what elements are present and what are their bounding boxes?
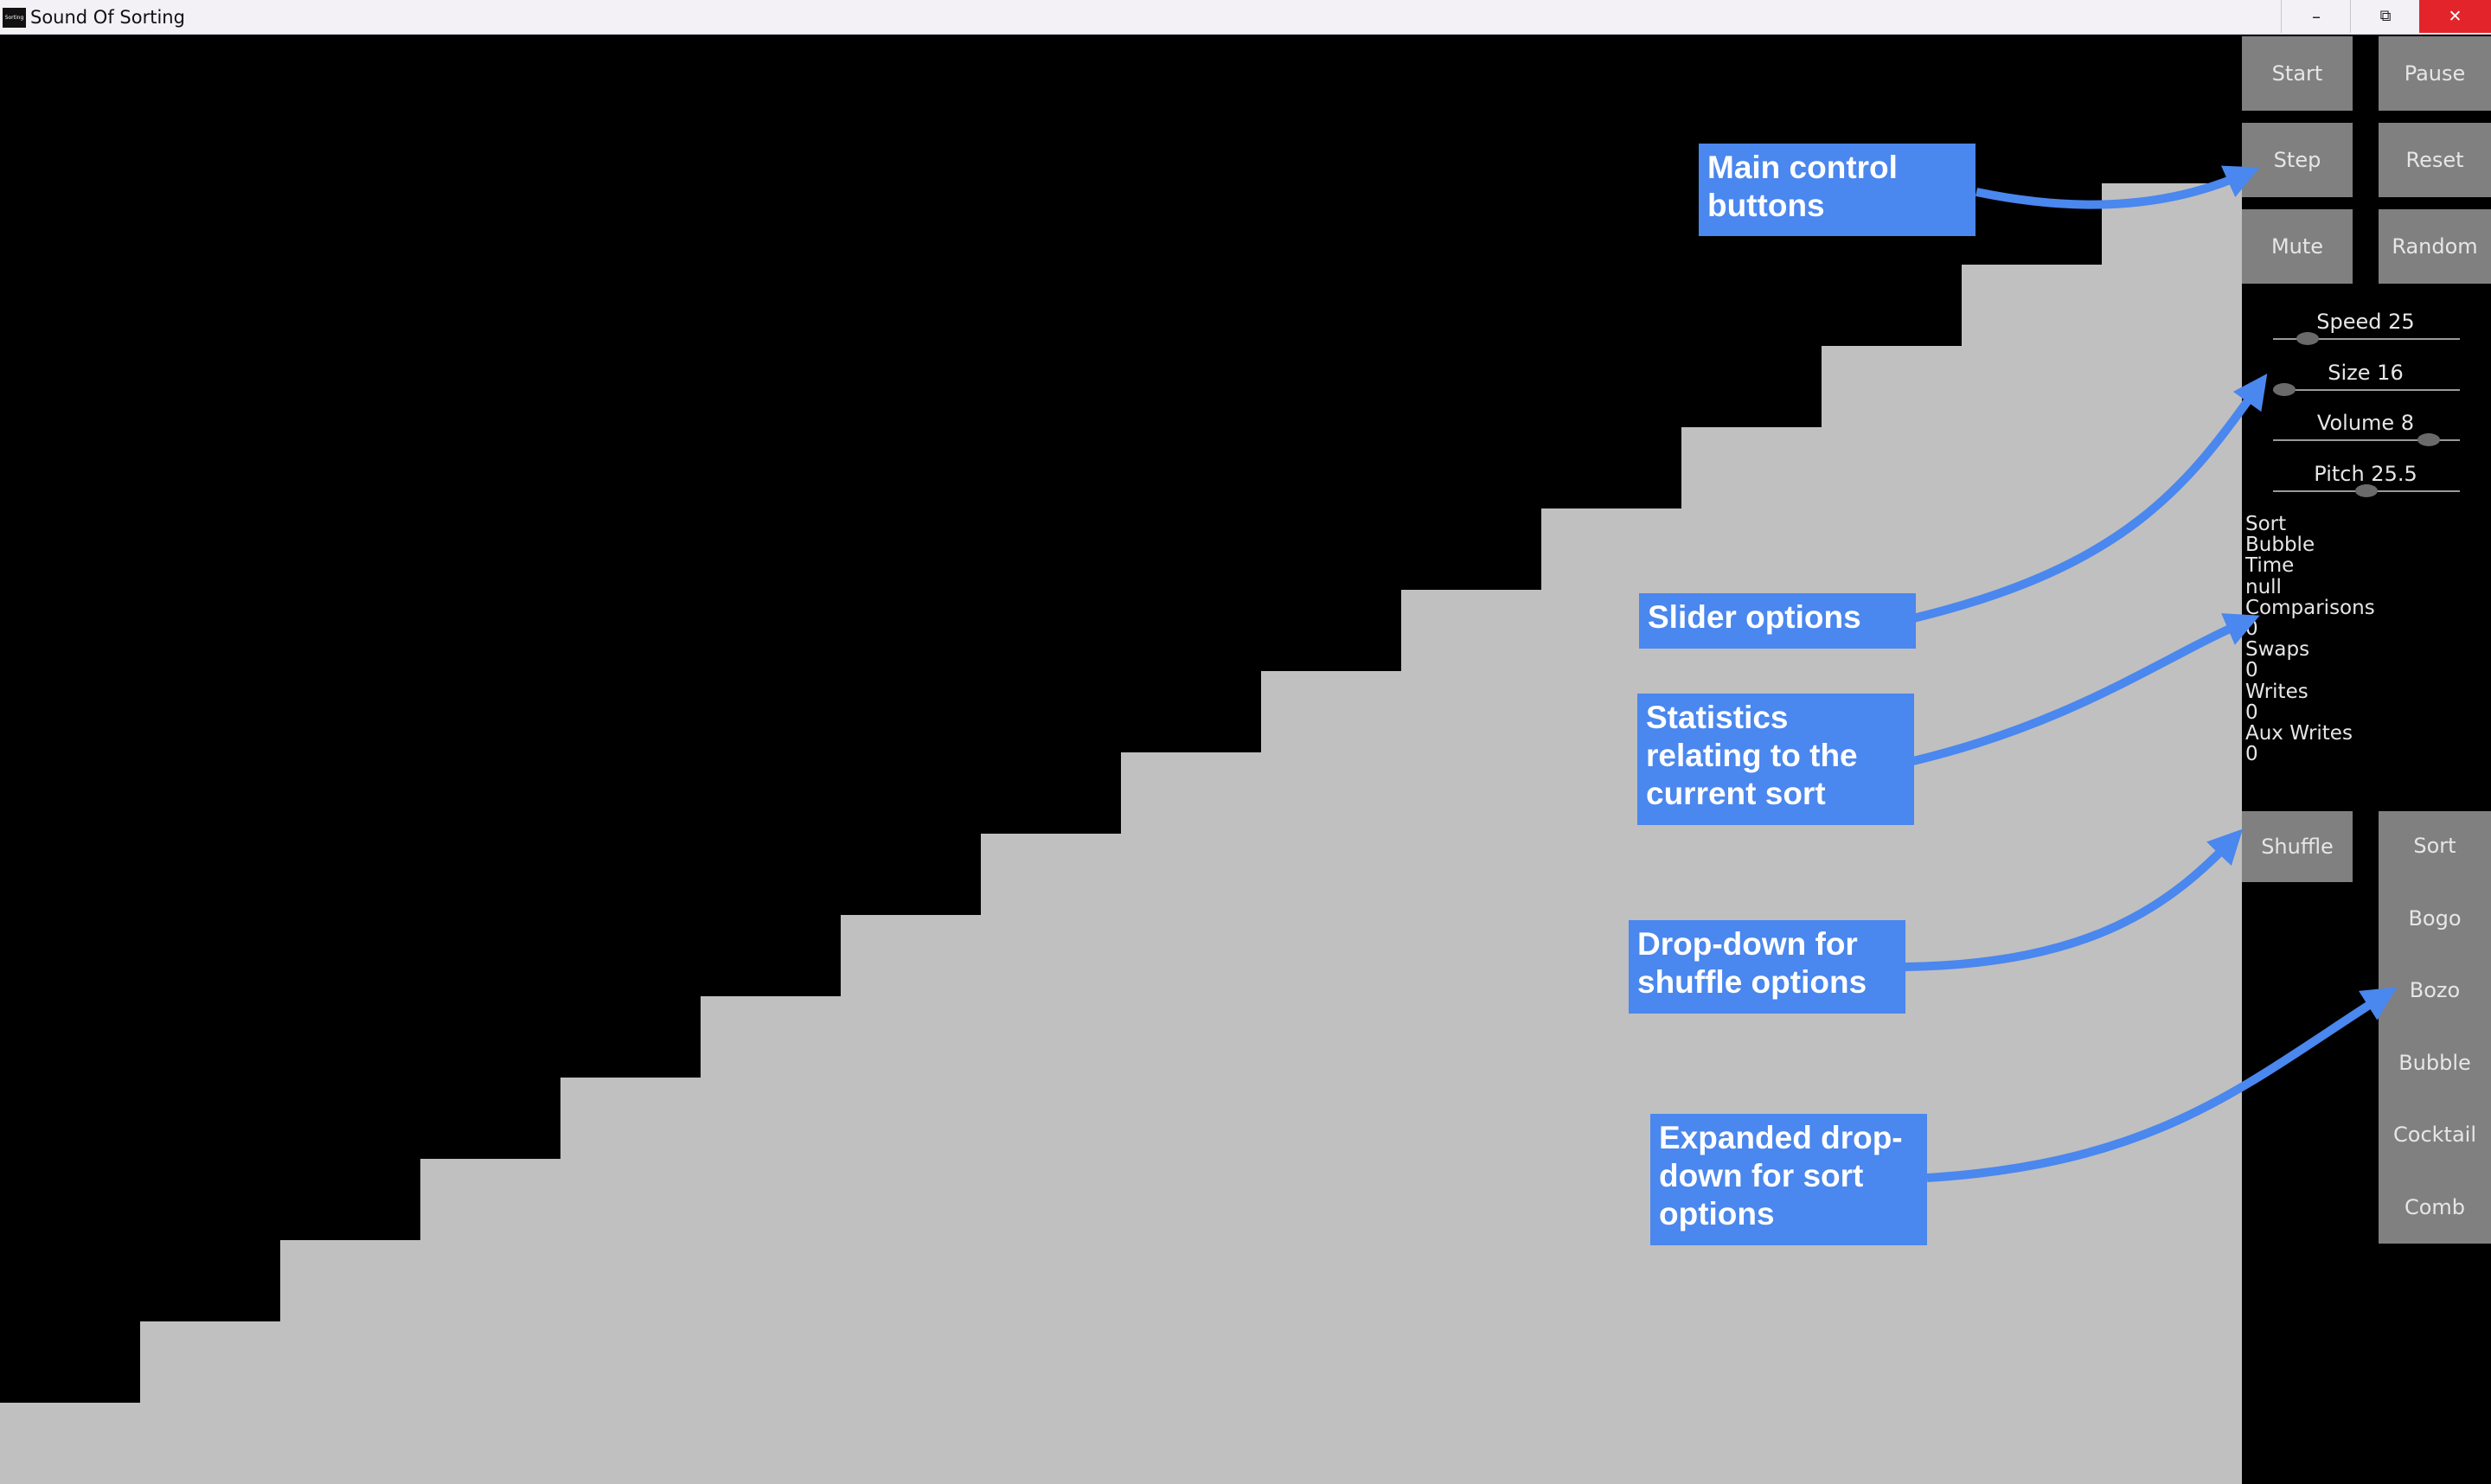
speed-slider-knob[interactable] bbox=[2296, 332, 2319, 345]
stat-time-value: null bbox=[2245, 575, 2282, 598]
pitch-slider-label: Pitch 25.5 bbox=[2314, 462, 2417, 486]
annotation-slider-options: Slider options bbox=[1639, 593, 1916, 649]
speed-slider[interactable] bbox=[2273, 338, 2460, 340]
stat-sort-value: Bubble bbox=[2245, 534, 2315, 557]
array-bar bbox=[841, 915, 981, 1484]
size-slider-label: Size 16 bbox=[2328, 361, 2404, 385]
array-bar bbox=[0, 1403, 140, 1484]
window-title: Sound Of Sorting bbox=[30, 7, 185, 28]
sort-option-comb[interactable]: Comb bbox=[2404, 1195, 2466, 1219]
array-bar bbox=[280, 1240, 420, 1484]
volume-slider[interactable] bbox=[2273, 439, 2460, 441]
annotation-shuffle-dropdown: Drop-down for shuffle options bbox=[1629, 920, 1905, 1014]
array-bar bbox=[420, 1159, 560, 1484]
minimize-button[interactable]: – bbox=[2281, 0, 2351, 33]
array-bar bbox=[2102, 183, 2242, 1484]
array-bar bbox=[1121, 752, 1261, 1484]
stat-comparisons-label: Comparisons bbox=[2245, 596, 2375, 619]
sort-dropdown-header[interactable]: Sort bbox=[2413, 834, 2456, 858]
app-icon: Sorting bbox=[3, 8, 26, 28]
stat-aux-writes-value: 0 bbox=[2245, 743, 2258, 766]
pitch-slider-knob[interactable] bbox=[2355, 484, 2378, 497]
restore-button[interactable]: ⧉ bbox=[2350, 0, 2420, 33]
array-bar bbox=[1822, 346, 1962, 1484]
array-bar bbox=[1401, 590, 1541, 1484]
step-button[interactable]: Step bbox=[2242, 123, 2353, 197]
annotation-statistics: Statistics relating to the current sort bbox=[1637, 694, 1914, 825]
array-bar bbox=[981, 834, 1121, 1484]
random-button[interactable]: Random bbox=[2379, 209, 2491, 284]
reset-button[interactable]: Reset bbox=[2379, 123, 2491, 197]
stat-swaps-value: 0 bbox=[2245, 659, 2258, 682]
sort-option-cocktail[interactable]: Cocktail bbox=[2393, 1123, 2476, 1147]
array-bar bbox=[1261, 671, 1401, 1484]
sort-option-bubble[interactable]: Bubble bbox=[2398, 1051, 2471, 1075]
sort-visualization bbox=[0, 35, 2242, 1484]
shuffle-dropdown[interactable]: Shuffle bbox=[2242, 811, 2353, 882]
start-button[interactable]: Start bbox=[2242, 36, 2353, 111]
mute-button[interactable]: Mute bbox=[2242, 209, 2353, 284]
sort-dropdown[interactable] bbox=[2379, 811, 2491, 1244]
stat-writes-label: Writes bbox=[2245, 680, 2308, 703]
array-bar bbox=[1962, 265, 2102, 1484]
array-bar bbox=[701, 996, 841, 1484]
volume-slider-knob[interactable] bbox=[2417, 433, 2441, 446]
size-slider[interactable] bbox=[2273, 389, 2460, 391]
annotation-main-controls: Main control buttons bbox=[1699, 144, 1976, 236]
annotation-sort-dropdown: Expanded drop-down for sort options bbox=[1650, 1114, 1927, 1245]
array-bar bbox=[140, 1321, 280, 1484]
sort-statistics: Sort Bubble Time null Comparisons 0 Swap… bbox=[2245, 514, 2375, 764]
stat-comparisons-value: 0 bbox=[2245, 617, 2258, 640]
stat-sort-label: Sort bbox=[2245, 513, 2287, 535]
volume-slider-label: Volume 8 bbox=[2316, 411, 2415, 435]
close-button[interactable]: ✕ bbox=[2419, 0, 2491, 33]
size-slider-knob[interactable] bbox=[2273, 383, 2296, 396]
array-bar bbox=[560, 1078, 701, 1484]
sort-option-bogo[interactable]: Bogo bbox=[2408, 906, 2462, 931]
stat-aux-writes-label: Aux Writes bbox=[2245, 721, 2353, 745]
speed-slider-label: Speed 25 bbox=[2316, 310, 2415, 334]
title-bar: Sorting Sound Of Sorting – ⧉ ✕ bbox=[0, 0, 2491, 35]
stat-time-label: Time bbox=[2245, 554, 2295, 578]
stat-writes-value: 0 bbox=[2245, 700, 2258, 724]
stat-swaps-label: Swaps bbox=[2245, 638, 2310, 662]
pause-button[interactable]: Pause bbox=[2379, 36, 2491, 111]
sort-option-bozo[interactable]: Bozo bbox=[2409, 978, 2461, 1002]
